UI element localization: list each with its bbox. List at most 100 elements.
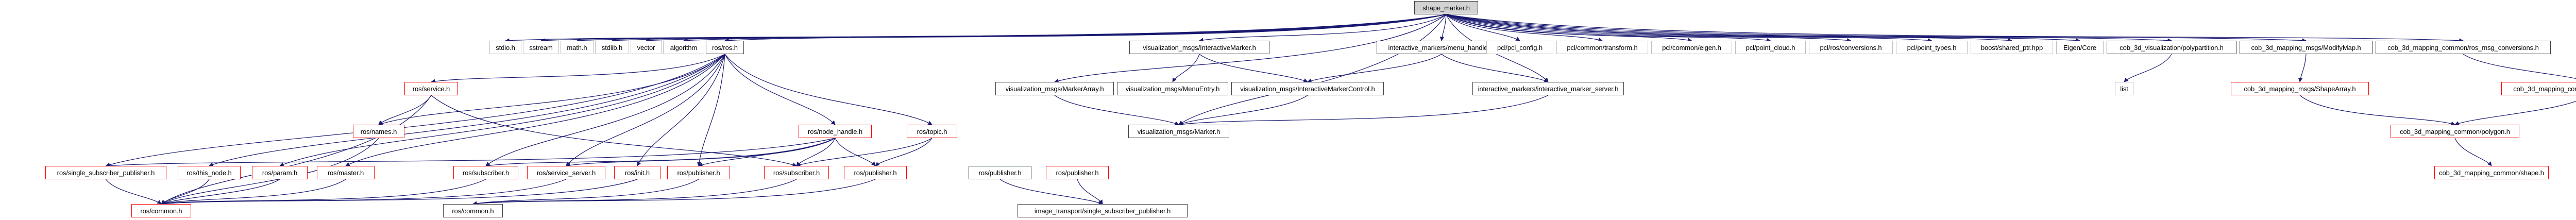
graph-node[interactable]: list [2115,82,2133,95]
graph-edge [796,138,836,166]
node-label: ros/publisher.h [854,168,897,177]
graph-node[interactable]: ros/subscriber.h [453,166,518,179]
node-label: interactive_markers/interactive_marker_s… [1478,84,1619,93]
node-label: cob_3d_mapping_common/polygon.h [2400,127,2510,136]
node-label: ros/init.h [624,168,650,177]
graph-edge [698,138,836,167]
graph-edge [1054,95,1179,126]
graph-node[interactable]: vector [631,41,662,54]
graph-node[interactable]: visualization_msgs/MenuEntry.h [1117,82,1228,95]
graph-edge [577,14,1447,43]
graph-node[interactable]: pcl/pcl_config.h [1486,41,1553,54]
graph-node[interactable]: ros/service.h [404,82,458,95]
graph-node[interactable]: stdlib.h [595,41,629,54]
graph-node[interactable]: stdio.h [489,41,521,54]
graph-node[interactable]: pcl/common/transform.h [1556,41,1648,54]
graph-edge [378,95,432,125]
graph-edge [612,14,1447,43]
graph-node[interactable]: visualization_msgs/Marker.h [1128,125,1229,138]
graph-edge [161,95,432,205]
node-label: ros/this_node.h [187,168,232,177]
node-label: pcl/common/eigen.h [1662,43,1721,52]
graph-node[interactable]: pcl/point_cloud.h [1735,41,1806,54]
node-label: ros/common.h [452,207,494,215]
graph-node[interactable]: cob_3d_mapping_common/ros_msg_conversion… [2501,82,2576,95]
graph-node[interactable]: visualization_msgs/MarkerArray.h [995,82,1114,95]
node-label: visualization_msgs/InteractiveMarker.h [1143,43,1256,52]
graph-node[interactable]: image_transport/single_subscriber_publis… [1018,204,1188,217]
graph-node[interactable]: ros/subscriber.h [764,166,829,179]
graph-edge [161,179,486,206]
graph-node[interactable]: ros/this_node.h [178,166,241,179]
graph-node[interactable]: pcl/ros/conversions.h [1809,41,1893,54]
graph-node[interactable]: math.h [561,41,594,54]
graph-edge [472,179,797,206]
graph-edge [485,54,725,166]
graph-node[interactable]: ros/publisher.h [844,166,907,179]
graph-node[interactable]: sstream [523,41,559,54]
node-label: ros/service.h [412,84,450,93]
node-label: ros/common.h [140,207,182,215]
graph-node[interactable]: interactive_markers/menu_handler.h [1377,41,1506,54]
graph-node[interactable]: ros/service_server.h [527,166,605,179]
node-label: algorithm [670,43,698,52]
node-label: ros/ros.h [712,43,738,52]
node-label: ros/publisher.h [1056,168,1099,177]
graph-edge [566,54,725,166]
graph-node[interactable]: interactive_markers/interactive_marker_s… [1472,82,1624,95]
graph-node[interactable]: ros/publisher.h [1046,166,1109,179]
graph-edge [1446,14,1771,43]
graph-node[interactable]: ros/common.h [131,204,191,217]
graph-node[interactable]: pcl/common/eigen.h [1651,41,1732,54]
graph-edge [161,179,638,206]
graph-edge [1446,14,2012,43]
graph-edge [472,179,699,206]
node-label: Eigen/Core [2063,43,2097,52]
graph-edge [1446,14,2172,43]
graph-node[interactable]: ros/publisher.h [969,166,1031,179]
graph-node[interactable]: visualization_msgs/InteractiveMarker.h [1129,41,1269,54]
graph-edge [1446,14,2080,43]
graph-node[interactable]: pcl/point_types.h [1896,41,1968,54]
graph-edge [161,179,346,206]
graph-node[interactable]: algorithm [663,41,704,54]
graph-node[interactable]: ros/names.h [353,125,404,138]
graph-node[interactable]: ros/init.h [614,166,660,179]
graph-node[interactable]: Eigen/Core [2056,41,2104,54]
graph-node[interactable]: cob_3d_mapping_msgs/ShapeArray.h [2231,82,2369,95]
graph-edge [2463,54,2576,79]
node-label: boost/shared_ptr.hpp [1980,43,2043,52]
node-label: cob_3d_mapping_msgs/ShapeArray.h [2244,84,2356,93]
node-label: stdio.h [496,43,515,52]
node-label: list [2120,84,2128,93]
graph-node[interactable]: ros/single_subscriber_publisher.h [45,166,166,179]
graph-node[interactable]: ros/common.h [443,204,503,217]
graph-root-node[interactable]: shape_marker.h [1414,1,1478,14]
graph-edge [431,95,797,167]
graph-node[interactable]: cob_3d_visualization/polypartition.h [2107,41,2236,54]
graph-edge [1307,54,1442,83]
graph-node[interactable]: ros/master.h [317,166,375,179]
graph-node[interactable]: cob_3d_mapping_common/shape.h [2434,166,2549,179]
graph-node[interactable]: ros/node_handle.h [799,125,872,138]
graph-edge [2298,54,2307,82]
graph-edge [106,179,162,205]
graph-node[interactable]: visualization_msgs/InteractiveMarkerCont… [1231,82,1384,95]
graph-edge [431,54,725,83]
graph-node[interactable]: cob_3d_mapping_common/ros_msg_conversion… [2376,41,2551,54]
node-label: ros/topic.h [917,127,947,136]
graph-node[interactable]: cob_3d_mapping_msgs/ModifyMap.h [2240,41,2372,54]
graph-node[interactable]: boost/shared_ptr.hpp [1971,41,2053,54]
graph-node[interactable]: cob_3d_mapping_common/polygon.h [2391,125,2519,138]
node-label: ros/names.h [360,127,397,136]
graph-edge [1178,95,1549,127]
graph-edge [2124,54,2172,82]
graph-node[interactable]: ros/publisher.h [667,166,730,179]
node-label: visualization_msgs/InteractiveMarkerCont… [1240,84,1375,93]
node-label: shape_marker.h [1422,4,1470,12]
graph-node[interactable]: ros/param.h [252,166,308,179]
graph-edge [105,138,836,168]
graph-node[interactable]: ros/topic.h [907,125,957,138]
graph-node[interactable]: ros/ros.h [706,41,744,54]
